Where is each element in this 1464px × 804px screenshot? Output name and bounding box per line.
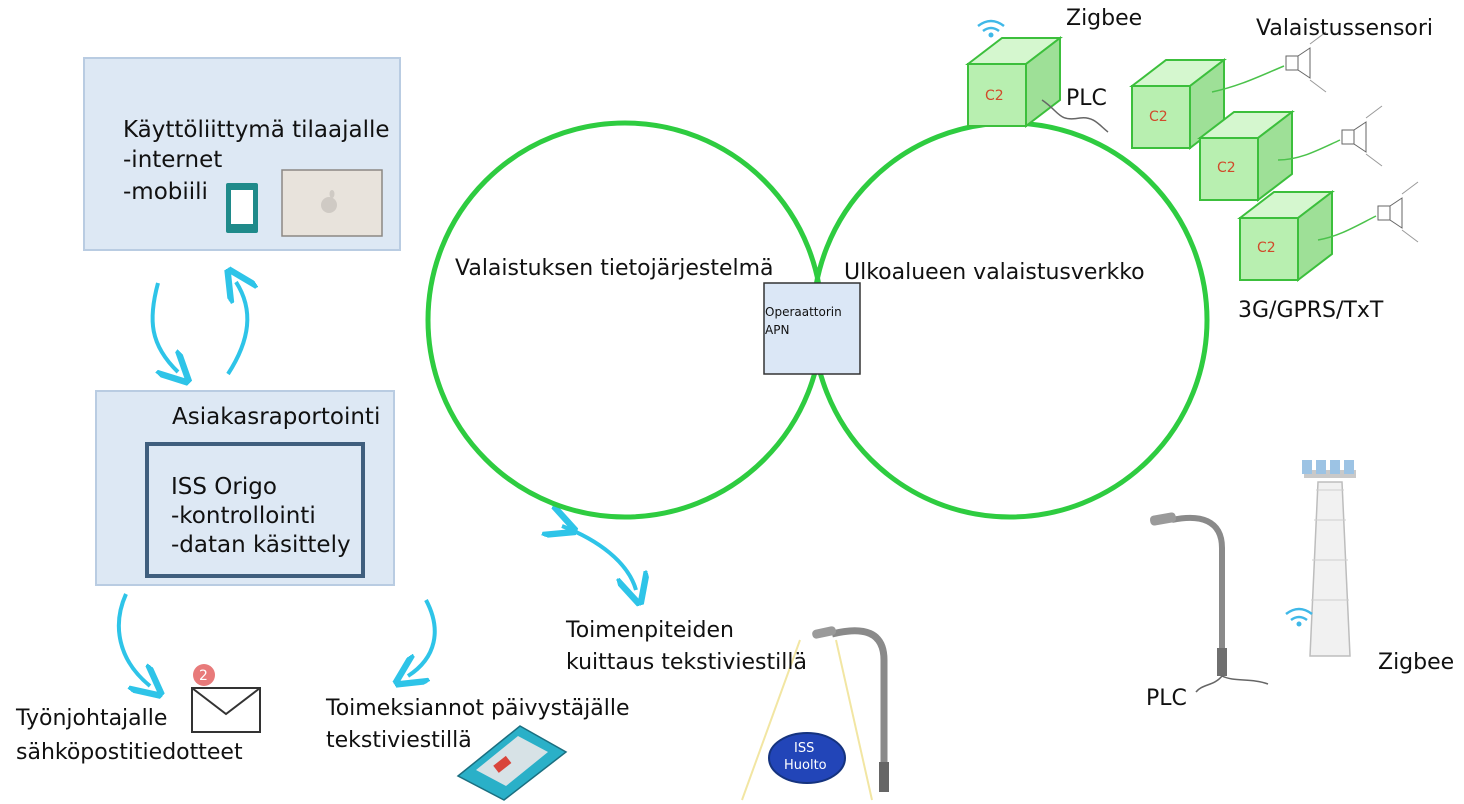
iss-origo-line-data: -datan käsittely: [171, 532, 351, 558]
ack-label-line1: Toimenpiteiden: [566, 618, 734, 643]
network-label: 3G/GPRS/TxT: [1238, 298, 1384, 323]
cube-zigbee: [965, 35, 1063, 129]
cube-label-sensor-2: C2: [1217, 160, 1236, 176]
phone-icon: [456, 725, 568, 801]
foreman-label-line1: Työnjohtajalle: [16, 706, 168, 731]
apn-label-line2: APN: [765, 323, 790, 337]
arrow-circle-ack: [562, 526, 636, 590]
left-circle-label: Valaistuksen tietojärjestelmä: [455, 256, 774, 281]
mail-badge-number: 2: [199, 668, 208, 684]
plc-top-label: PLC: [1066, 86, 1107, 111]
wifi-icon-bottom: [1285, 607, 1313, 627]
zigbee-bottom-label: Zigbee: [1378, 650, 1455, 675]
light-sensor-icon-1: [1285, 31, 1327, 93]
ack-label-line2: kuittaus tekstiviestillä: [566, 650, 807, 675]
wifi-icon-top: [977, 19, 1005, 38]
cable-sensor-1: [1211, 65, 1285, 93]
iss-origo-line-control: -kontrollointi: [171, 503, 316, 529]
cable-sensor-2: [1277, 139, 1341, 161]
apn-label-line1: Operaattorin: [765, 305, 842, 319]
cube-sensor-3: [1237, 189, 1335, 283]
arrow-report-to-foreman: [116, 593, 150, 686]
right-circle-label: Ulkoalueen valaistusverkko: [844, 260, 1145, 285]
tablet-icon: [226, 183, 258, 233]
cube-sensor-1: [1129, 57, 1227, 151]
light-sensor-icon-3: [1377, 181, 1419, 243]
orders-label-line2: tekstiviestillä: [326, 728, 472, 753]
iss-origo-box: ISS Origo -kontrollointi -datan käsittel…: [145, 442, 365, 578]
plc-bottom-label: PLC: [1146, 686, 1187, 711]
mail-icon: [191, 664, 261, 733]
foreman-label-line2: sähköpostitiedotteet: [16, 740, 243, 765]
arrow-ui-to-report: [150, 282, 178, 372]
apn-box: [763, 282, 861, 375]
iss-huolto-line1: ISS: [794, 741, 814, 756]
cube-label-sensor-3: C2: [1257, 240, 1276, 256]
orders-label-line1: Toimeksiannot päivystäjälle: [326, 696, 630, 721]
mail-badge-icon: [193, 664, 215, 686]
left-circle: [425, 120, 825, 520]
iss-origo-title: ISS Origo: [171, 474, 277, 500]
right-circle: [810, 120, 1210, 520]
cable-sensor-3: [1317, 215, 1377, 241]
ui-box-line-internet: -internet: [123, 147, 223, 173]
report-box-title: Asiakasraportointi: [172, 404, 381, 430]
cable-plc-top: [1041, 99, 1109, 133]
zigbee-top-label: Zigbee: [1066, 6, 1143, 31]
light-sensor-icon-2: [1341, 105, 1383, 167]
arrow-report-to-ui: [228, 282, 247, 376]
iss-huolto-line2: Huolto: [784, 758, 827, 773]
laptop-apple-icon: [281, 169, 383, 237]
cube-label-zigbee: C2: [985, 88, 1004, 104]
arrow-report-to-orders: [408, 599, 437, 676]
iss-huolto-badge: [768, 732, 846, 784]
report-box: Asiakasraportointi ISS Origo -kontrolloi…: [95, 390, 395, 586]
cube-sensor-2: [1197, 109, 1295, 203]
street-light-plc: [1149, 512, 1269, 693]
tower-light: [1302, 460, 1356, 657]
ui-box-title: Käyttöliittymä tilaajalle: [123, 117, 390, 143]
ui-box-line-mobile: -mobiili: [123, 179, 208, 205]
sensor-label: Valaistussensori: [1256, 16, 1434, 41]
street-light-service: [741, 626, 889, 801]
cube-label-sensor-1: C2: [1149, 109, 1168, 125]
